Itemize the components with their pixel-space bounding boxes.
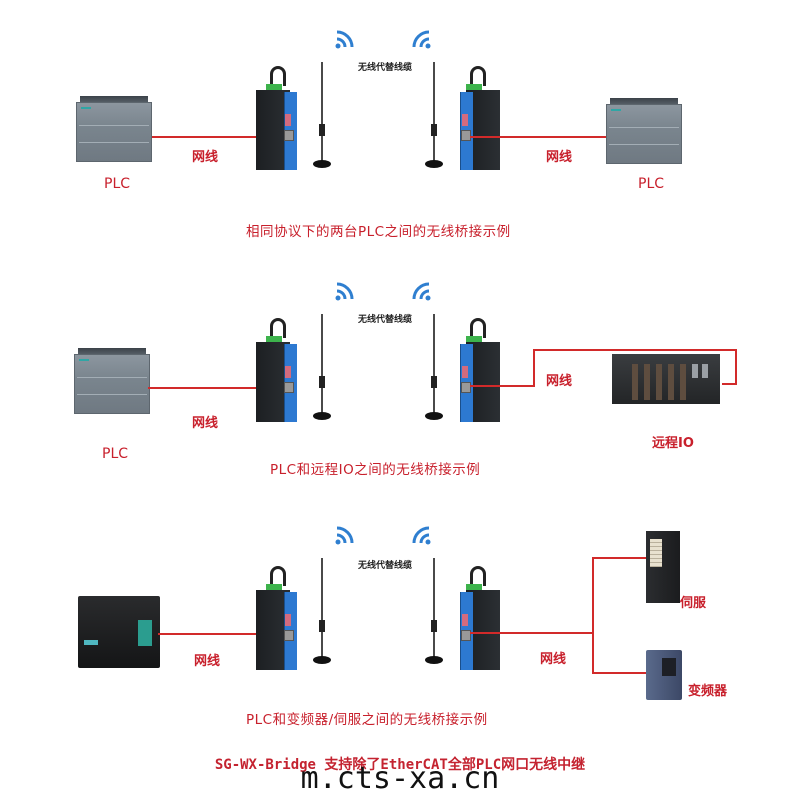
ethernet-cable-left (158, 633, 262, 635)
ethernet-cable-right (470, 136, 606, 138)
wireless-bridge-left (256, 566, 300, 682)
ethernet-cable-trunk (470, 632, 594, 634)
cable-label-left: 网线 (192, 150, 219, 165)
ethernet-cable-to-servo (592, 557, 646, 559)
cable-label-left: 网线 (194, 654, 221, 669)
ethernet-cable-right-c (533, 349, 737, 351)
remote-io-device (612, 354, 720, 404)
cable-label-right: 网线 (546, 374, 573, 389)
wifi-icon-left (335, 30, 354, 49)
ethernet-cable-left (152, 136, 262, 138)
wifi-icon-left (335, 282, 354, 301)
plc-device-right (606, 98, 682, 164)
servo-label: 伺服 (680, 596, 707, 611)
ethernet-cable-left (148, 387, 262, 389)
footer-title: SG-WX-Bridge 支持除了EtherCAT全部PLC网口无线中继 (214, 757, 586, 773)
ethernet-cable-vertical (592, 557, 594, 674)
wifi-icon-left (335, 526, 354, 545)
footer-title-wrap: SG-WX-Bridge 支持除了EtherCAT全部PLC网口无线中继 (0, 754, 800, 774)
antenna-right (424, 314, 444, 424)
cable-label-left: 网线 (192, 416, 219, 431)
wireless-replaces-cable-text: 无线代替线缆 (358, 63, 413, 73)
wireless-bridge-left (256, 318, 300, 434)
ethernet-cable-right-d (735, 349, 737, 385)
wireless-bridge-right (456, 566, 500, 682)
wifi-icon-right (412, 282, 431, 301)
plc-device-left (76, 96, 152, 162)
plc-device (74, 348, 150, 414)
wireless-bridge-right (456, 318, 500, 434)
ethernet-cable-to-vfd (592, 672, 646, 674)
remote-io-label: 远程IO (652, 436, 694, 451)
ethernet-cable-right-a (470, 385, 534, 387)
plc-label-left: PLC (104, 176, 131, 192)
wireless-replaces-cable-text: 无线代替线缆 (358, 315, 413, 325)
wifi-icon-right (412, 526, 431, 545)
plc-device-black (78, 596, 160, 668)
vfd-device (646, 650, 682, 700)
watermark-wrap: m.cts-xa.cn (0, 764, 800, 794)
cable-label-right: 网线 (546, 150, 573, 165)
ethernet-cable-right-b (533, 349, 535, 387)
caption-section-1: 相同协议下的两台PLC之间的无线桥接示例 (246, 224, 511, 240)
watermark-url: m.cts-xa.cn (300, 761, 500, 796)
caption-section-3: PLC和变频器/伺服之间的无线桥接示例 (246, 712, 488, 728)
servo-drive-device (646, 531, 680, 603)
ethernet-cable-right-e (722, 383, 737, 385)
plc-label: PLC (102, 446, 129, 462)
wireless-bridge-right (456, 66, 500, 182)
antenna-left (312, 558, 332, 668)
wireless-bridge-left (256, 66, 300, 182)
wifi-icon-right (412, 30, 431, 49)
vfd-label: 变频器 (688, 684, 728, 699)
antenna-left (312, 62, 332, 172)
cable-label-right: 网线 (540, 652, 567, 667)
antenna-right (424, 558, 444, 668)
caption-section-2: PLC和远程IO之间的无线桥接示例 (270, 462, 481, 478)
plc-label-right: PLC (638, 176, 665, 192)
wireless-replaces-cable-text: 无线代替线缆 (358, 561, 413, 571)
antenna-left (312, 314, 332, 424)
antenna-right (424, 62, 444, 172)
